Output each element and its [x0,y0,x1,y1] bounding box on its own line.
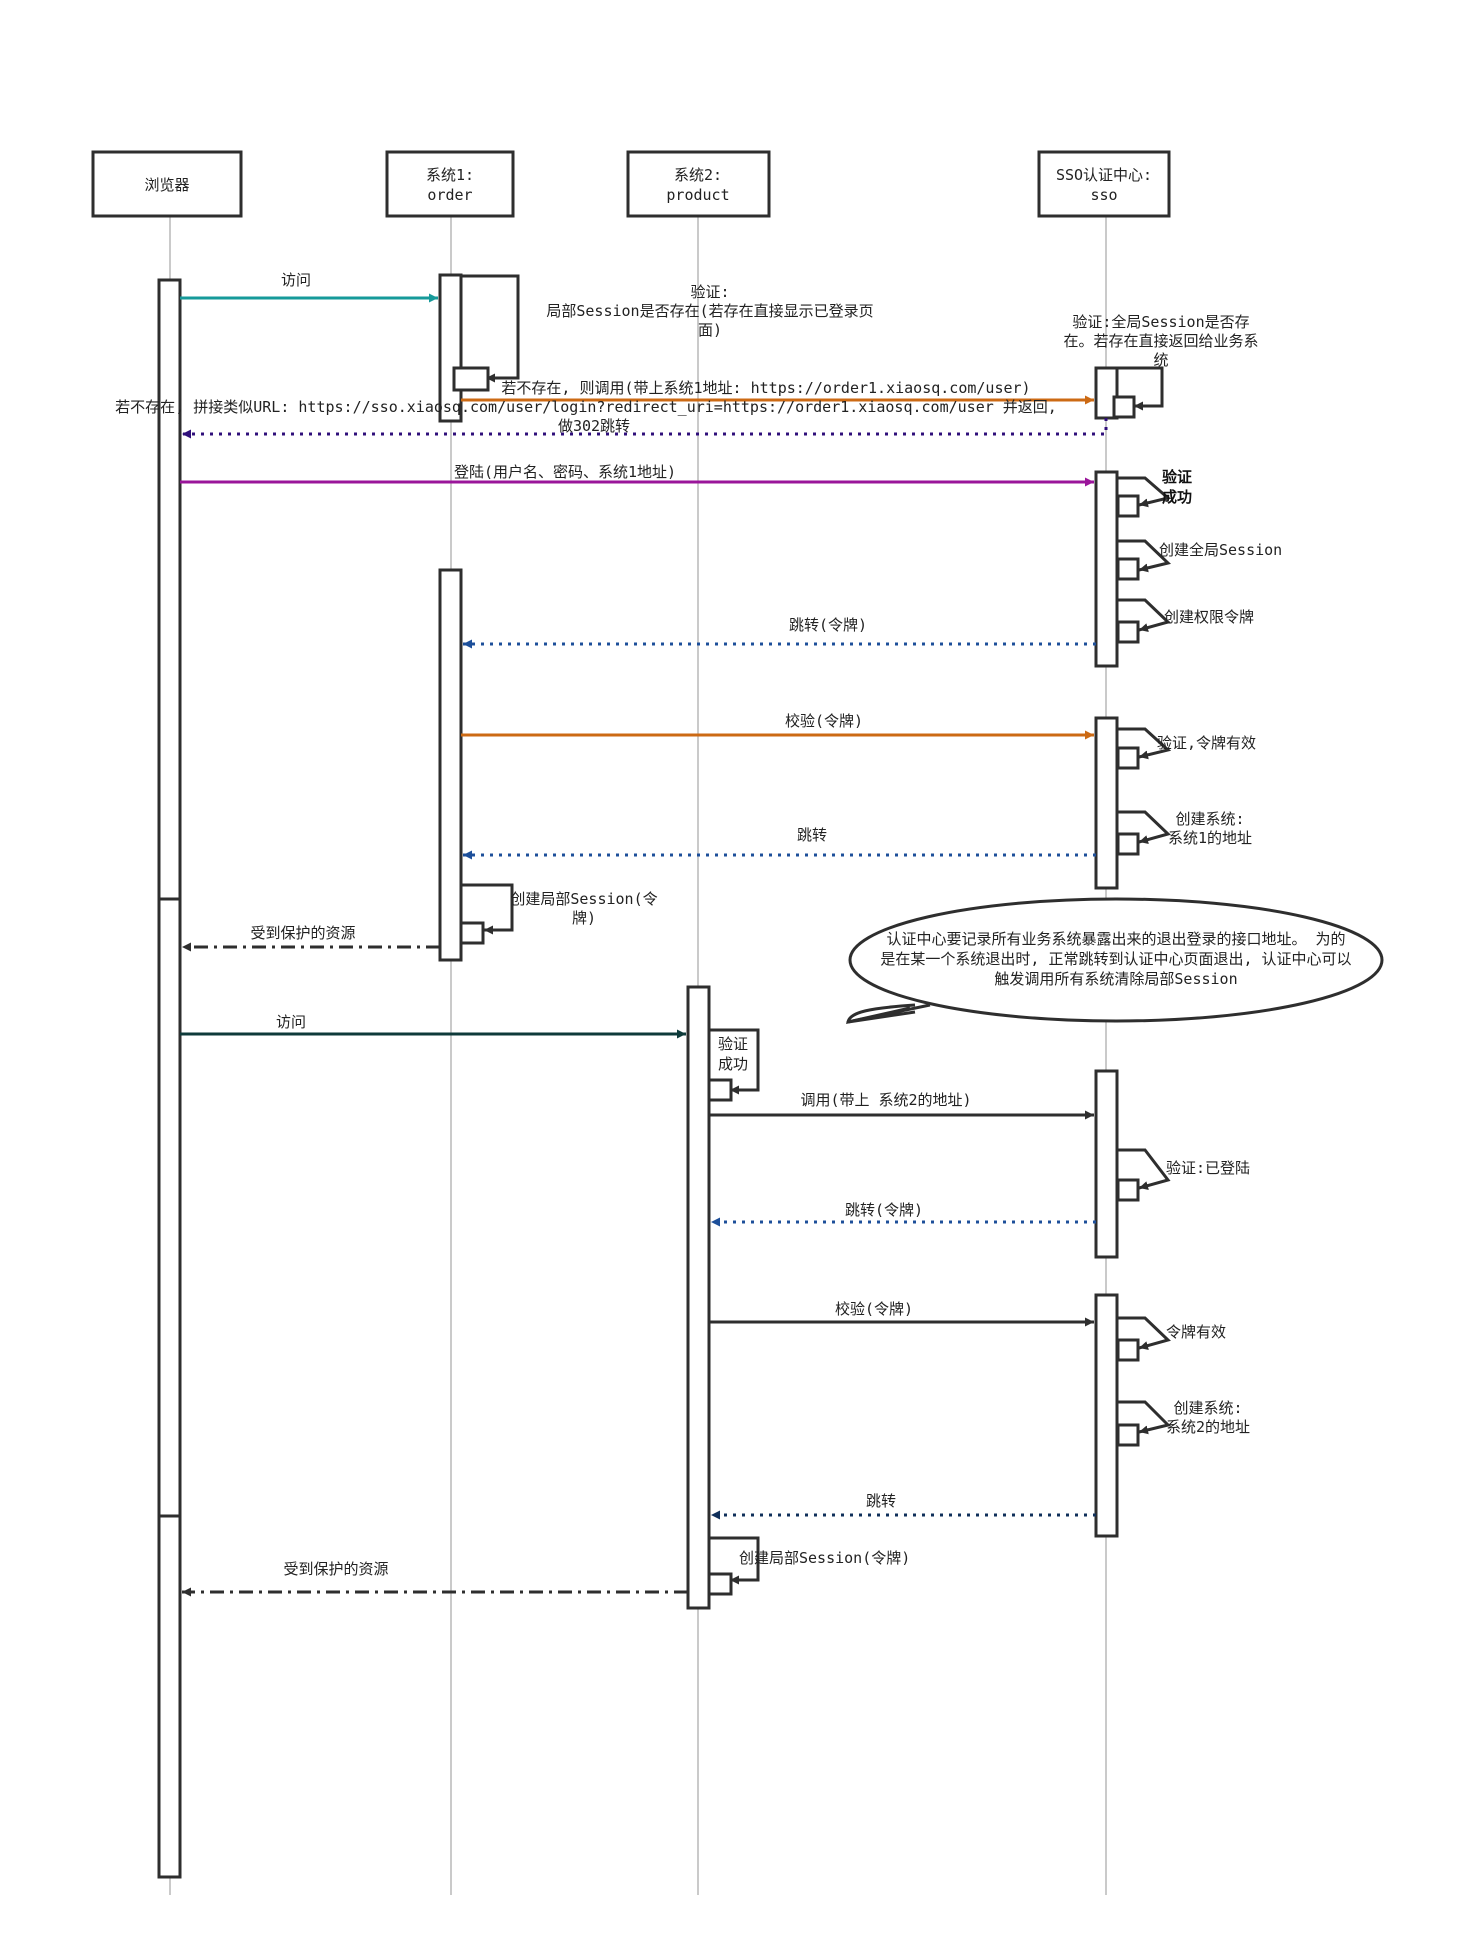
self-call-s3 [1116,476,1172,518]
participant-sso-line-2: sso [1090,186,1117,204]
label-s12-line-1: 创建系统: [1173,1399,1242,1417]
label-s2-line-3: 统 [1153,351,1168,369]
activation-bars [157,273,1119,1879]
activation-order-2 [438,568,463,962]
participant-product-line-1: 系统2: [674,166,722,184]
label-s6: 验证,令牌有效 [1157,734,1256,752]
self-call-s10 [1116,1148,1171,1202]
label-s1-line-3: 面) [698,321,722,339]
label-s3-line-2: 成功 [1162,488,1192,506]
self-call-s11 [1116,1316,1171,1362]
activation-browser-2 [157,897,182,1518]
label-s9-line-2: 成功 [718,1055,748,1073]
label-s11: 令牌有效 [1166,1323,1226,1341]
participant-order: 系统1: order [385,150,515,218]
label-m3-line-2: 做302跳转 [558,417,630,435]
label-m4: 登陆(用户名、密码、系统1地址) [454,463,676,481]
participant-browser: 浏览器 [91,150,243,218]
label-s4: 创建全局Session [1159,541,1282,559]
label-s13: 创建局部Session(令牌) [739,1549,910,1567]
message-labels: 访问 若不存在, 则调用(带上系统1地址: https://order1.xia… [115,271,1057,1578]
self-call-s9 [707,1028,760,1102]
participant-product-line-2: product [666,186,729,204]
note-line-1: 认证中心要记录所有业务系统暴露出来的退出登录的接口地址。 为的 [886,930,1345,948]
label-m12: 校验(令牌) [835,1300,913,1318]
label-m6: 校验(令牌) [785,712,863,730]
participant-product: 系统2: product [626,150,771,218]
activation-sso-2 [1094,470,1119,668]
self-call-s5 [1116,598,1171,644]
self-call-s2 [1112,366,1164,419]
participant-sso-line-1: SSO认证中心: [1056,166,1152,184]
self-call-s6 [1116,727,1172,770]
self-call-s1 [452,274,520,392]
label-s2-line-2: 在。若存在直接返回给业务系 [1063,332,1258,350]
activation-sso-4 [1094,1069,1119,1259]
label-s9-line-1: 验证 [718,1035,748,1053]
note-line-2: 是在某一个系统退出时, 正常跳转到认证中心页面退出, 认证中心可以 [880,950,1351,968]
label-m11: 跳转(令牌) [845,1201,923,1219]
label-s10: 验证:已登陆 [1166,1159,1250,1177]
self-call-s4 [1116,539,1172,581]
label-s1-line-1: 验证: [690,283,729,301]
activation-browser-3 [157,1514,182,1879]
note-line-3: 触发调用所有系统清除局部Session [994,970,1237,988]
label-m2: 若不存在, 则调用(带上系统1地址: https://order1.xiaosq… [501,379,1030,397]
participant-order-line-1: 系统1: [426,166,474,184]
label-m10: 调用(带上 系统2的地址) [800,1091,971,1109]
arrow-m3 [182,418,1108,439]
activation-sso-3 [1094,716,1119,890]
label-s12-line-2: 系统2的地址 [1166,1418,1250,1436]
message-arrows [180,293,1108,1597]
self-call-labels: 验证: 局部Session是否存在(若存在直接显示已登录页 面) 验证:全局Se… [510,283,1282,1567]
label-s8-line-1: 创建局部Session(令 [510,890,657,908]
self-call-s8 [459,883,514,945]
label-m9: 访问 [276,1013,306,1031]
label-m13: 跳转 [866,1492,896,1510]
activation-sso-5 [1094,1293,1119,1538]
label-m1: 访问 [281,271,311,289]
self-call-s12 [1116,1400,1171,1447]
label-s5: 创建权限令牌 [1164,608,1254,626]
activation-product-1 [686,985,711,1610]
activation-browser-1 [157,278,182,901]
label-m7: 跳转 [797,826,827,844]
participant-browser-line-1: 浏览器 [144,176,189,194]
self-call-s13 [707,1536,760,1596]
label-m3-line-1: 若不存在, 拼接类似URL: https://sso.xiaosq.com/us… [115,398,1057,416]
label-m5: 跳转(令牌) [789,616,867,634]
label-s2-line-1: 验证:全局Session是否存 [1072,313,1249,331]
self-call-arrows [452,274,1172,1596]
label-m14: 受到保护的资源 [283,1560,388,1578]
label-s7-line-2: 系统1的地址 [1168,829,1252,847]
participant-order-line-2: order [427,186,472,204]
label-s1-line-2: 局部Session是否存在(若存在直接显示已登录页 [546,302,873,320]
label-s3-line-1: 验证 [1162,468,1192,486]
note-callout: 认证中心要记录所有业务系统暴露出来的退出登录的接口地址。 为的 是在某一个系统退… [846,897,1384,1024]
label-s8-line-2: 牌) [572,909,596,927]
participant-sso: SSO认证中心: sso [1037,150,1171,218]
self-call-s7 [1116,810,1171,856]
label-s7-line-1: 创建系统: [1175,810,1244,828]
label-m8: 受到保护的资源 [250,924,355,942]
